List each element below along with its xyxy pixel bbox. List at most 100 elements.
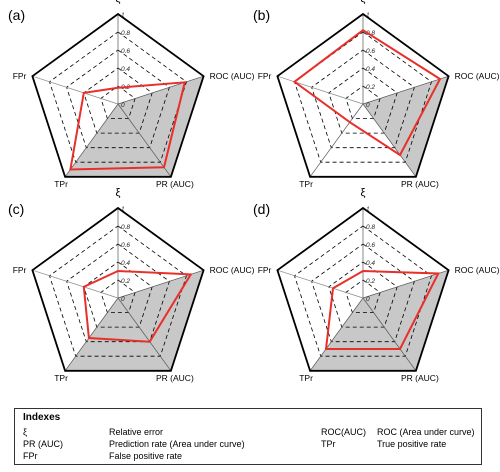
axis-spoke — [117, 75, 204, 105]
axis-spoke — [277, 75, 364, 105]
series-point — [399, 348, 401, 350]
tick-label: 0.8 — [121, 30, 130, 37]
axis-spoke — [309, 103, 364, 178]
axis-label: TPr — [299, 179, 313, 189]
grid-ring — [83, 67, 153, 134]
axis-label: ROC (AUC) — [455, 71, 500, 81]
series-point — [163, 166, 165, 169]
series-line — [292, 28, 442, 157]
legend-meaning-tpr: True positive rate — [377, 439, 447, 449]
tick-label: 0.8 — [121, 224, 130, 231]
axis-label: ξ — [361, 187, 366, 199]
grid-ring — [49, 225, 187, 357]
axis-label: FPr — [258, 71, 272, 81]
grid-ring — [49, 31, 187, 163]
axis-label: PR (AUC) — [401, 179, 439, 189]
series-point — [362, 270, 364, 272]
series-point — [325, 348, 327, 350]
legend-symbol-fpr: FPr — [23, 451, 38, 461]
tick-label: 0.4 — [121, 260, 130, 267]
tick-label: 0 — [121, 296, 125, 303]
grid-ring — [328, 67, 398, 134]
axis-label: PR (AUC) — [401, 373, 439, 383]
tick-label: 1 — [366, 206, 370, 213]
axis-spoke — [64, 103, 119, 178]
legend-meaning-fpr: False positive rate — [109, 451, 183, 461]
axis-spoke — [277, 269, 364, 299]
axis-label: TPr — [54, 373, 68, 383]
series-point — [399, 154, 401, 156]
tick-label: 0.2 — [121, 278, 130, 285]
grid-ring — [83, 261, 153, 328]
tick-label: 0 — [366, 296, 370, 303]
grid-ring — [311, 49, 415, 149]
grid-ring — [345, 279, 381, 314]
tick-label: 0.8 — [366, 224, 375, 231]
series-point — [439, 78, 441, 80]
legend-symbol-xi: ξ — [23, 427, 28, 437]
grid-ring — [100, 85, 136, 119]
legend-symbol-pr: PR (AUC) — [23, 439, 63, 449]
axis-label: ξ — [361, 0, 366, 5]
outer-frame — [276, 206, 450, 372]
tick-label: 0.4 — [121, 66, 130, 73]
tick-label: 0.6 — [121, 242, 130, 249]
legend-symbol-roc: ROC(AUC) — [321, 427, 366, 437]
axis-label: ROC (AUC) — [210, 71, 255, 81]
axis-spoke — [32, 269, 119, 299]
tick-label: 0.2 — [366, 84, 375, 91]
axis-spoke — [362, 103, 417, 178]
axis-label: ROC (AUC) — [455, 265, 500, 275]
tick-label: 0.2 — [366, 278, 375, 285]
grid-ring — [294, 225, 432, 357]
outer-frame — [31, 12, 205, 178]
outer-frame — [31, 206, 205, 372]
series-point — [69, 168, 72, 171]
axis-spoke — [309, 297, 364, 372]
series-point — [117, 270, 119, 272]
axis-spoke — [117, 103, 172, 178]
axis-spoke — [362, 297, 417, 372]
series-point — [362, 29, 364, 32]
axis-label: PR (AUC) — [156, 373, 194, 383]
axis-label: TPr — [54, 179, 68, 189]
series-line — [69, 81, 187, 171]
legend-meaning-xi: Relative error — [109, 427, 164, 437]
legend-title: Indexes — [23, 412, 61, 423]
tick-label: 1 — [366, 12, 370, 19]
series-point — [437, 272, 440, 275]
grid-ring — [66, 49, 170, 149]
grid-ring — [345, 85, 381, 119]
series-point — [117, 86, 119, 89]
axis-spoke — [362, 269, 449, 299]
grid-ring — [100, 279, 136, 314]
panel-label: (a) — [8, 7, 25, 23]
legend-meaning-roc: ROC (Area under curve) — [377, 427, 475, 437]
grid-ring — [311, 243, 415, 343]
axis-label: ξ — [116, 187, 121, 199]
tick-label: 0 — [366, 102, 370, 109]
series-line — [324, 269, 440, 350]
series-point — [148, 340, 151, 343]
panel-label: (d) — [253, 201, 270, 217]
tick-label: 0.8 — [366, 30, 375, 37]
axis-label: PR (AUC) — [156, 179, 194, 189]
axis-label: FPr — [13, 265, 27, 275]
series-point — [293, 80, 296, 83]
tick-label: 1 — [121, 206, 125, 213]
axis-spoke — [117, 297, 172, 372]
series-line — [82, 269, 193, 343]
legend-symbol-tpr: TPr — [321, 439, 336, 449]
tick-label: 0.4 — [366, 260, 375, 267]
series-point — [183, 81, 186, 84]
series-point — [82, 286, 85, 288]
axis-label: ξ — [116, 0, 121, 5]
tick-label: 0.6 — [366, 242, 375, 249]
axis-label: FPr — [13, 71, 27, 81]
grid-ring — [66, 243, 170, 343]
axis-label: FPr — [258, 265, 272, 275]
